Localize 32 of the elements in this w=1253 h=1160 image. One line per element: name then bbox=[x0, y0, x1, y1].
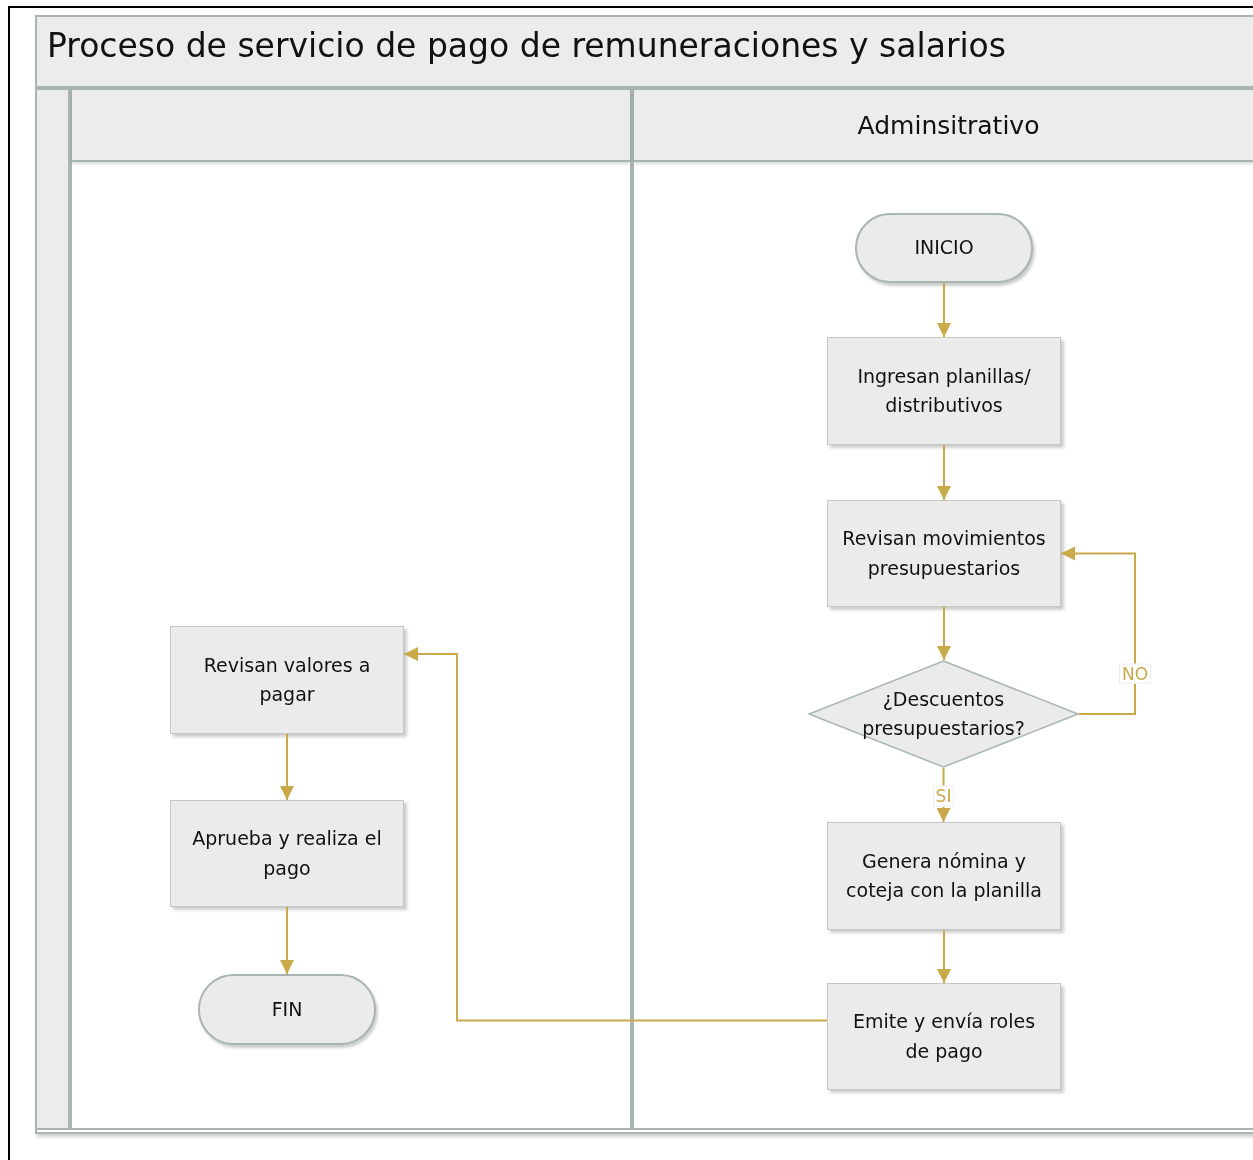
terminal-shape bbox=[198, 974, 376, 1045]
node-text: Genera nómina y coteja con la planilla bbox=[845, 848, 1043, 903]
arrow bbox=[937, 929, 951, 984]
process-box bbox=[827, 983, 1061, 1090]
arrow bbox=[280, 733, 294, 801]
diagram-title: Proceso de servicio de pago de remuneraciones y salarios bbox=[47, 26, 1006, 65]
lane-title: Adminsitrativo bbox=[857, 110, 1040, 140]
terminal-shape bbox=[855, 213, 1033, 283]
process-box bbox=[827, 337, 1061, 445]
arrow bbox=[280, 906, 294, 975]
process-box bbox=[827, 500, 1061, 607]
arrow bbox=[937, 444, 951, 501]
node-text: Revisan movimientos presupuestarios bbox=[841, 526, 1047, 581]
node-text: INICIO bbox=[914, 235, 974, 261]
decision-diamond bbox=[808, 660, 1079, 768]
process-box bbox=[170, 800, 404, 907]
node-text: Emite y envía roles de pago bbox=[851, 1009, 1037, 1064]
arrow bbox=[937, 282, 951, 338]
node-text: Revisan valores a pagar bbox=[202, 652, 372, 707]
swimlane bbox=[632, 88, 1253, 1130]
edge-label: NO bbox=[1118, 663, 1152, 685]
arrow bbox=[403, 647, 828, 1022]
node-text: FIN bbox=[271, 996, 303, 1022]
arrow bbox=[1060, 546, 1136, 715]
node-text: Aprueba y realiza el pago bbox=[191, 826, 383, 881]
edge-label: SI bbox=[932, 785, 955, 807]
swimlane bbox=[70, 88, 632, 1130]
node-text: Ingresan planillas/ distributivos bbox=[856, 363, 1032, 418]
node-text: ¿Descuentos presupuestarios? bbox=[861, 686, 1026, 741]
process-box bbox=[170, 626, 404, 734]
arrow bbox=[937, 606, 951, 661]
process-box bbox=[827, 822, 1061, 930]
